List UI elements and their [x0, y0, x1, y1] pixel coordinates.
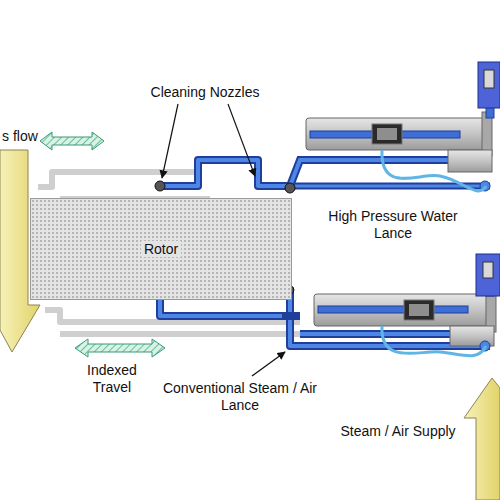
supply-arrow [464, 378, 500, 500]
part-label: Cleaning Nozzles [140, 84, 270, 101]
rotor-label: Rotor [141, 241, 181, 257]
part-label: Conventional Steam / Air Lance [150, 380, 330, 414]
travel-arrow [40, 132, 104, 150]
travel-arrow [75, 339, 165, 357]
rotor-box: Rotor [30, 198, 292, 300]
water-lance [155, 62, 500, 193]
part-label: s flow [2, 128, 62, 145]
part-label: High Pressure Water Lance [318, 208, 468, 242]
part-label: Steam / Air Supply [334, 423, 462, 440]
part-label: Indexed Travel [72, 362, 152, 396]
